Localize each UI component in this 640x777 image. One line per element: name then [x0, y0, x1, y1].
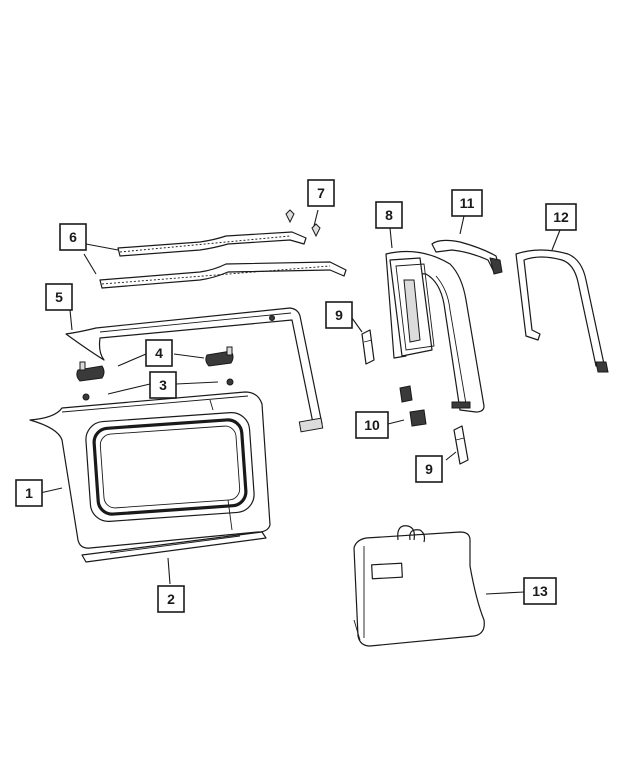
callout-11: 11: [451, 189, 483, 217]
part-window-frame: [65, 307, 324, 433]
part-clips: [361, 329, 469, 465]
callout-9-lower-label: 9: [425, 461, 433, 477]
callout-6-label: 6: [69, 229, 77, 245]
callout-3-label: 3: [159, 377, 167, 393]
callout-7-label: 7: [317, 185, 325, 201]
callout-6: 6: [59, 223, 87, 251]
callout-5-label: 5: [55, 289, 63, 305]
callout-13: 13: [523, 577, 557, 605]
callout-8: 8: [375, 201, 403, 229]
callout-4: 4: [145, 339, 173, 367]
part-upper-door-seal: [431, 239, 503, 275]
leader-lines: [39, 209, 561, 595]
callout-12-label: 12: [553, 209, 569, 225]
callout-8-label: 8: [385, 207, 393, 223]
part-storage-bag: [353, 525, 485, 647]
callout-11-label: 11: [460, 195, 475, 211]
callout-1-label: 1: [25, 485, 33, 501]
callout-9-lower: 9: [415, 455, 443, 483]
part-lower-trim-strip: [81, 531, 267, 563]
part-side-window-panel: [29, 391, 271, 549]
callout-3: 3: [149, 371, 177, 399]
callout-4-label: 4: [155, 345, 163, 361]
callout-13-label: 13: [532, 583, 548, 599]
callout-1: 1: [15, 479, 43, 507]
part-latch-hooks: [76, 346, 234, 382]
callout-2-label: 2: [167, 591, 175, 607]
callout-7: 7: [307, 179, 335, 207]
part-door-frame: [385, 250, 485, 413]
callout-12: 12: [545, 203, 577, 231]
part-brackets: [399, 385, 427, 427]
callout-5: 5: [45, 283, 73, 311]
part-grommets: [82, 378, 234, 401]
callout-9-upper-label: 9: [335, 307, 343, 323]
callout-2: 2: [157, 585, 185, 613]
callout-9-upper: 9: [325, 301, 353, 329]
part-door-perimeter-seal: [515, 249, 609, 373]
callout-10-label: 10: [364, 417, 380, 433]
part-weatherstrip-rails: [99, 231, 347, 289]
callout-10: 10: [355, 411, 389, 439]
